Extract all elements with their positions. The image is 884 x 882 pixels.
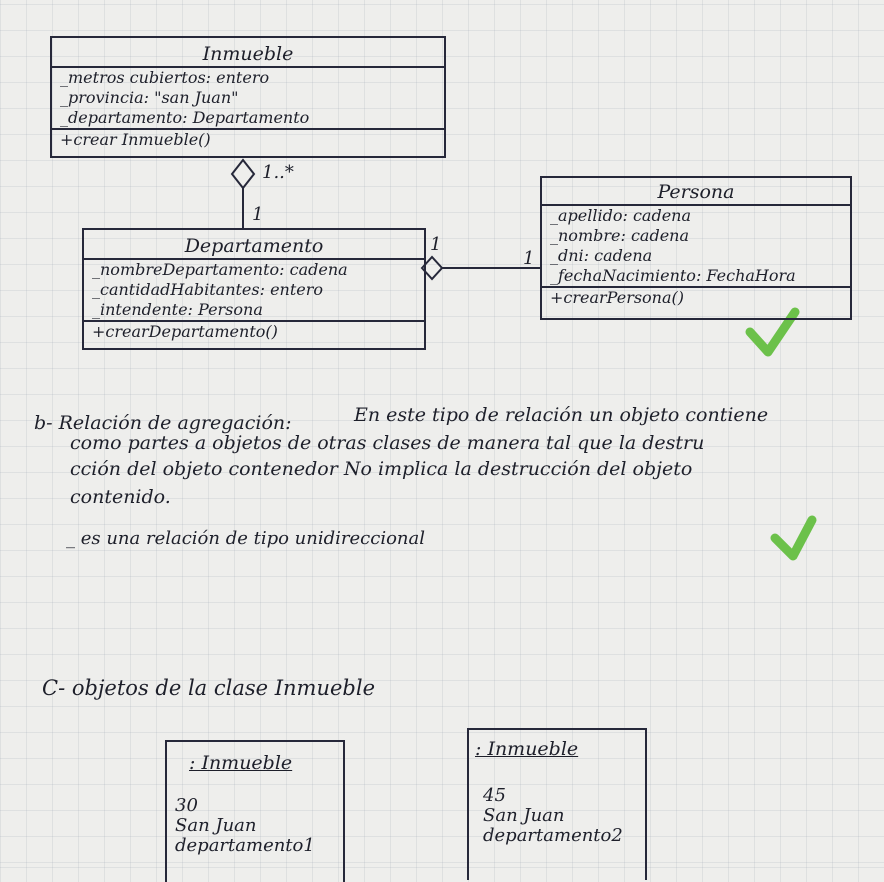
class-attribute: _intendente: Persona [92,300,263,319]
object-value: departamento1 [175,835,315,856]
object-title: : Inmueble [475,738,579,760]
answer-b-bullet: _ es una relación de tipo unidireccional [66,528,425,549]
class-attribute: _nombreDepartamento: cadena [92,260,348,279]
class-attribute: _fechaNacimiento: FechaHora [550,266,796,285]
object-inmueble-1: : Inmueble 30 San Juan departamento1 [165,740,345,882]
object-value: 30 [175,795,198,816]
class-name: Inmueble [202,43,294,65]
answer-b-line: contenido. [70,486,171,508]
class-attribute: _dni: cadena [550,246,653,265]
check-mark-2 [770,515,817,561]
object-title: : Inmueble [189,752,293,774]
class-method: +crear Inmueble() [60,130,211,149]
answer-c-heading: C- objetos de la clase Inmueble [42,676,376,700]
class-attribute: _cantidadHabitantes: entero [92,280,324,299]
multiplicity-persona-left: 1 [523,248,535,269]
aggregation-diamond-top [230,158,256,190]
class-departamento: Departamento _nombreDepartamento: cadena… [82,228,426,350]
class-attribute: _apellido: cadena [550,206,692,225]
class-attribute: _metros cubiertos: entero [60,68,270,87]
object-value: departamento2 [483,825,623,846]
answer-b-line: cción del objeto contenedor No implica l… [70,458,693,480]
answer-b-line: En este tipo de relación un objeto conti… [354,404,769,426]
multiplicity-departamento-top: 1 [252,204,264,225]
class-name: Departamento [184,235,324,257]
multiplicity-departamento-right: 1 [430,234,442,255]
check-mark-1 [745,307,800,357]
class-attribute: _nombre: cadena [550,226,689,245]
object-value: 45 [483,785,506,806]
class-name: Persona [657,181,735,203]
answer-b-line: como partes a objetos de otras clases de… [70,432,705,454]
answer-b-heading: b- Relación de agregación: [34,412,292,434]
diagram-connectors [230,158,817,561]
class-inmueble: Inmueble _metros cubiertos: entero _prov… [50,36,446,158]
object-value: San Juan [175,815,257,836]
class-attribute: _provincia: "san Juan" [60,88,239,107]
multiplicity-inmueble: 1..* [262,162,294,183]
class-attribute: _departamento: Departamento [60,108,310,127]
class-method: +crearPersona() [550,288,685,307]
class-method: +crearDepartamento() [92,322,278,341]
object-value: San Juan [483,805,565,826]
class-persona: Persona _apellido: cadena _nombre: caden… [540,176,852,320]
object-inmueble-2: : Inmueble 45 San Juan departamento2 [467,728,647,880]
